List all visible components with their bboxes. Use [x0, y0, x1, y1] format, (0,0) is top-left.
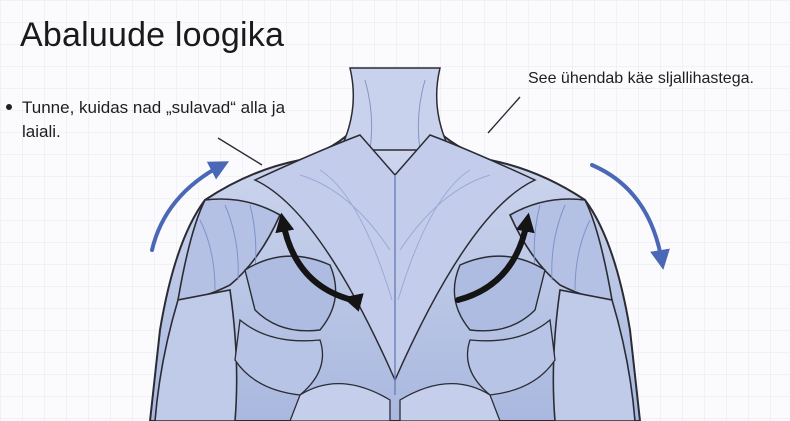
right-pointer-line-icon [488, 97, 520, 133]
bullet-text: Tunne, kuidas nad „sulavad“ alla ja laia… [22, 96, 302, 144]
bullet-icon [6, 104, 12, 110]
slide-title: Abaluude loogika [20, 16, 284, 55]
bullet-item: Tunne, kuidas nad „sulavad“ alla ja laia… [6, 96, 302, 144]
annotation-right: See ühendab käe sljallihastega. [528, 70, 754, 88]
